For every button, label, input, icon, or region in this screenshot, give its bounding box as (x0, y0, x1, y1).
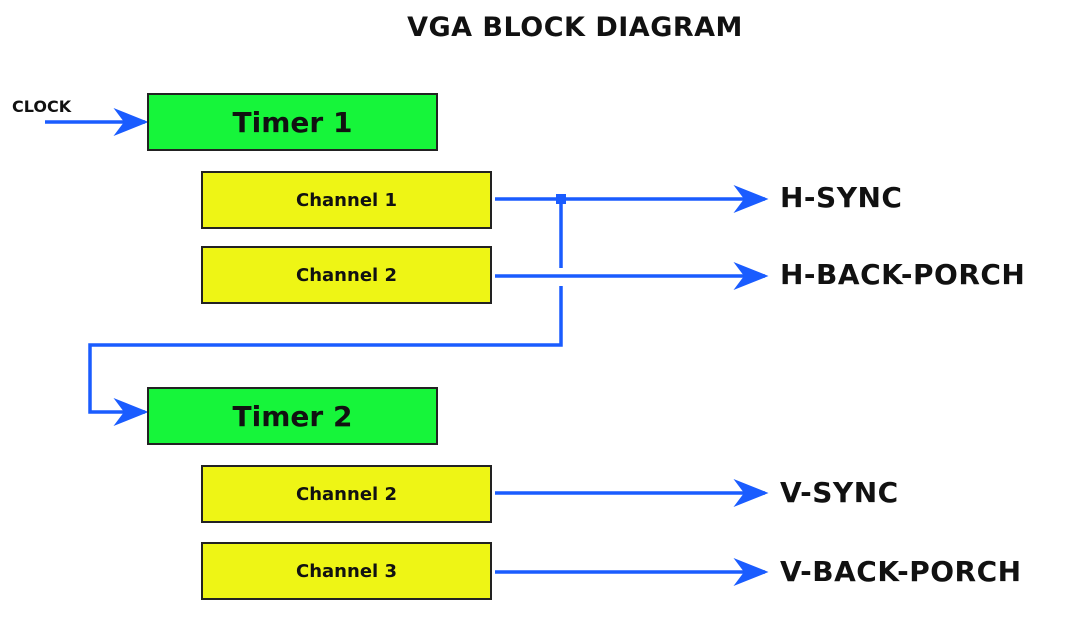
timer-1-channel-2-block: Channel 2 (201, 246, 492, 304)
timer-2-channel-2-block: Channel 2 (201, 465, 492, 523)
channel-label: Channel 3 (296, 560, 397, 582)
channel-label: Channel 1 (296, 189, 397, 211)
timer-2-channel-3-block: Channel 3 (201, 542, 492, 600)
clock-label: CLOCK (12, 97, 72, 116)
timer-2-label: Timer 2 (232, 399, 353, 433)
diagram-title: VGA BLOCK DIAGRAM (407, 12, 743, 43)
timer2-feed-line (88, 286, 563, 426)
timer-1-label: Timer 1 (232, 105, 353, 139)
channel-label: Channel 2 (296, 264, 397, 286)
v-back-porch-output-label: V-BACK-PORCH (780, 555, 1022, 588)
v-sync-output-label: V-SYNC (780, 476, 899, 509)
h-sync-output-label: H-SYNC (780, 181, 903, 214)
channel-label: Channel 2 (296, 483, 397, 505)
h-back-porch-output-label: H-BACK-PORCH (780, 258, 1026, 291)
timer-1-block: Timer 1 (147, 93, 438, 151)
timer-1-channel-1-block: Channel 1 (201, 171, 492, 229)
timer-2-block: Timer 2 (147, 387, 438, 445)
